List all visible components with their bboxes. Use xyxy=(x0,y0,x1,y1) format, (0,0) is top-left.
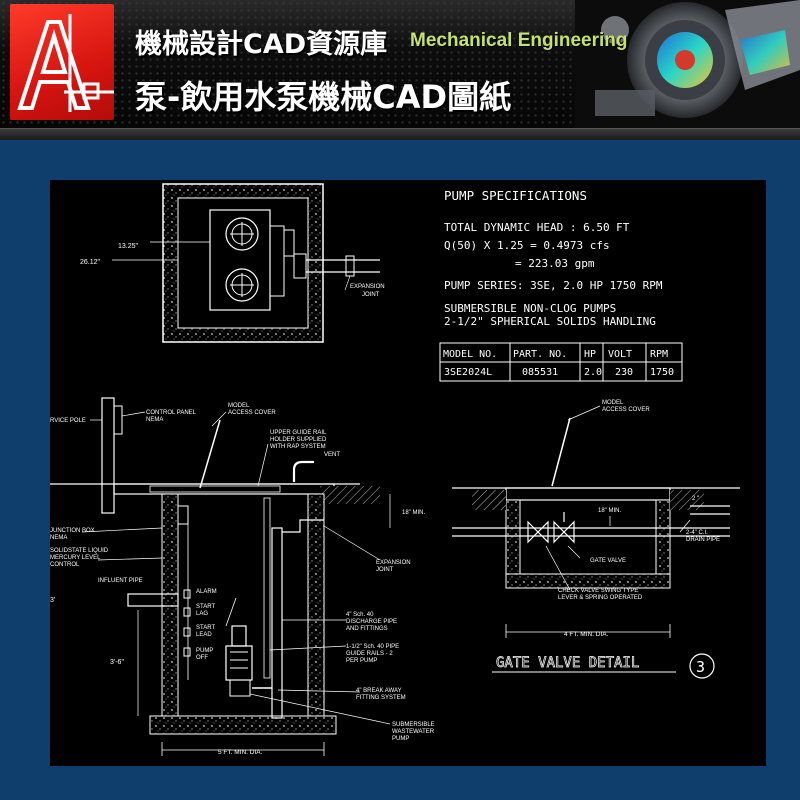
site-title-english: Mechanical Engineering xyxy=(410,30,628,51)
label-control-panel-1: CONTROL PANEL xyxy=(146,410,197,416)
header-banner: 機械設計CAD資源庫 Mechanical Engineering 泵-飲用水泵… xyxy=(0,0,800,140)
label-breakaway-1: 4" BREAK AWAY xyxy=(356,688,402,694)
gv-title: GATE VALVE DETAIL xyxy=(496,655,639,671)
spec-td-rpm: 1750 xyxy=(650,367,674,378)
label-start-lead-1: START xyxy=(196,625,215,631)
label-vent: VENT xyxy=(324,452,340,458)
spec-td-hp: 2.0 xyxy=(584,367,602,378)
spec-th-rpm: RPM xyxy=(650,349,668,360)
spec-heading: PUMP SPECIFICATIONS xyxy=(444,188,587,203)
section-width-dim: 5 FT. MIN. DIA. xyxy=(218,749,263,756)
spec-th-volt: VOLT xyxy=(608,349,632,360)
label-junction-box-2: NEMA xyxy=(50,535,67,541)
label-submersible-2: WASTEWATER xyxy=(392,729,435,735)
cad-drawing: 13.25" 26.12" EXPANSION JOINT PUMP SPECI… xyxy=(50,183,740,756)
gv-access-cover-2: ACCESS COVER xyxy=(602,407,650,413)
label-guide-rails-2: GUIDE RAILS - 2 xyxy=(346,651,393,657)
plan-dim-a: 13.25" xyxy=(118,243,139,250)
label-start-lead-2: LEAD xyxy=(196,632,212,638)
label-level-control-3: CONTROL xyxy=(50,562,80,568)
spec-th-model: MODEL NO. xyxy=(443,349,497,360)
machine-render-image xyxy=(575,0,800,128)
gv-access-cover-1: MODEL xyxy=(602,400,624,406)
label-level-control-2: MERCURY LEVEL xyxy=(50,555,101,561)
drawing-subtitle: 泵-飲用水泵機械CAD圖紙 xyxy=(135,78,512,116)
label-guide-rail-1: UPPER GUIDE RAIL xyxy=(270,430,327,436)
spec-th-hp: HP xyxy=(584,349,596,360)
label-expansion-joint-2: JOINT xyxy=(376,567,394,573)
label-access-cover-1: MODEL xyxy=(228,403,250,409)
gv-width-dim: 4 FT. MIN. DIA. xyxy=(564,631,609,638)
spec-line-2: Q(50) X 1.25 = 0.4973 cfs xyxy=(444,239,610,252)
label-access-cover-2: ACCESS COVER xyxy=(228,410,276,416)
gv-drain-1: 2-4" C.I. xyxy=(686,530,708,536)
site-title-chinese: 機械設計CAD資源庫 xyxy=(135,29,388,60)
gv-18-min: 18" MIN. xyxy=(598,508,621,514)
pump-specifications: PUMP SPECIFICATIONS TOTAL DYNAMIC HEAD :… xyxy=(439,188,683,382)
plan-view: 13.25" 26.12" EXPANSION JOINT xyxy=(80,183,385,343)
spec-td-model: 3SE2024L xyxy=(444,367,492,378)
label-alarm: ALARM xyxy=(196,589,217,595)
label-guide-rail-3: WITH RAP SYSTEM xyxy=(270,444,326,450)
label-pump-off-2: OFF xyxy=(196,655,208,661)
section-view: RVICE POLE CONTROL PANEL NEMA MODEL ACCE… xyxy=(50,397,435,756)
label-service-pole: RVICE POLE xyxy=(50,418,86,424)
label-influent-pipe: INFLUENT PIPE xyxy=(98,578,143,584)
cad-drawing-panel: 13.25" 26.12" EXPANSION JOINT PUMP SPECI… xyxy=(50,180,766,766)
label-discharge-3: AND FITTINGS xyxy=(346,626,388,632)
label-breakaway-2: FITTING SYSTEM xyxy=(356,695,406,701)
gv-check-valve-2: LEVER & SPRING OPERATED xyxy=(558,595,643,601)
label-guide-rails-3: PER PUMP xyxy=(346,658,377,664)
label-submersible-3: PUMP xyxy=(392,736,409,742)
spec-line-3: = 223.03 gpm xyxy=(515,257,595,270)
plan-expansion-joint-2: JOINT xyxy=(362,292,380,298)
spec-line-6: 2-1/2" SPHERICAL SOLIDS HANDLING xyxy=(444,315,656,328)
gv-check-valve-1: CHECK VALVE SWING TYPE xyxy=(558,588,638,594)
label-discharge-1: 4" Sch. 40 xyxy=(346,612,374,618)
label-junction-box-1: JUNCTION BOX xyxy=(50,528,95,534)
dim-3ft: 3' xyxy=(50,597,55,604)
label-pump-off-1: PUMP xyxy=(196,648,213,654)
plan-expansion-joint-1: EXPANSION xyxy=(350,284,385,290)
gv-drain-2: DRAIN PIPE xyxy=(686,537,720,543)
label-expansion-joint-1: EXPANSION xyxy=(376,560,411,566)
logo-a-icon xyxy=(17,14,114,112)
cad-logo xyxy=(10,4,114,120)
gv-pipe-size: 2 " xyxy=(692,496,699,502)
gate-valve-detail: MODEL ACCESS COVER 18" MIN. 2 " 2-4" C.I… xyxy=(452,400,740,679)
label-start-lag-1: START xyxy=(196,604,215,610)
gv-gate-valve-label: GATE VALVE xyxy=(590,558,626,564)
dim-3ft-6in: 3'-6" xyxy=(110,659,124,666)
spec-table xyxy=(439,342,683,382)
label-start-lag-2: LAG xyxy=(196,611,208,617)
plan-dim-b: 26.12" xyxy=(80,259,101,266)
label-submersible-1: SUBMERSIBLE xyxy=(392,722,435,728)
label-control-panel-2: NEMA xyxy=(146,417,163,423)
spec-td-volt: 230 xyxy=(615,367,633,378)
spec-line-4: PUMP SERIES: 3SE, 2.0 HP 1750 RPM xyxy=(444,279,663,292)
gv-detail-number: 3 xyxy=(696,658,705,676)
label-guide-rails-1: 1-1/2" Sch. 40 PIPE xyxy=(346,644,399,650)
label-level-control-1: SOLIDSTATE LIQUID xyxy=(50,548,109,554)
spec-line-5: SUBMERSIBLE NON-CLOG PUMPS xyxy=(444,302,616,315)
label-guide-rail-2: HOLDER SUPPLIED xyxy=(270,437,327,443)
spec-td-part: 085531 xyxy=(522,367,558,378)
spec-th-part: PART. NO. xyxy=(513,349,567,360)
label-discharge-2: DISCHARGE PIPE xyxy=(346,619,397,625)
spec-line-1: TOTAL DYNAMIC HEAD : 6.50 FT xyxy=(444,221,630,234)
label-18-min-left: 18" MIN. xyxy=(402,510,425,516)
